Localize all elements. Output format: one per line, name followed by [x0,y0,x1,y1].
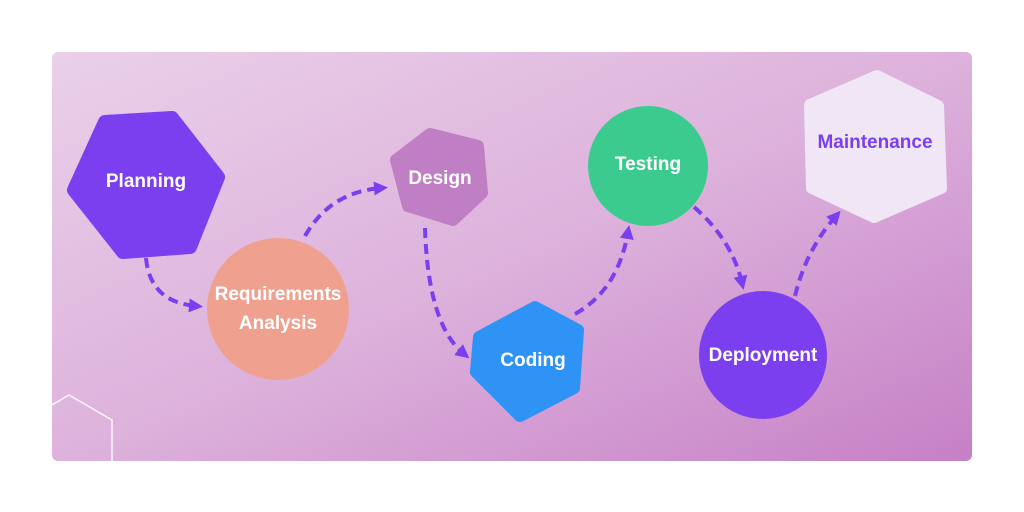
stage-planning: Planning [67,111,225,259]
arrow-coding-to-testing [574,225,634,316]
arrow-deployment-to-maintenance [793,210,841,297]
stage-label: Testing [615,154,681,175]
arrow-design-to-coding [423,227,470,359]
stage-label: Coding [500,350,565,371]
stage-testing: Testing [588,106,708,226]
stage-design: Design [390,128,488,226]
stage-label: Design [408,168,471,189]
arrow-testing-to-deployment [692,205,748,290]
stage-label: Deployment [709,345,818,366]
stage-label: Planning [106,171,186,192]
stage-maintenance: Maintenance [804,70,947,223]
arrow-requirements-to-design [303,181,388,237]
stage-label: Maintenance [817,132,932,153]
stage-label-line1: Requirements [215,284,342,305]
stage-deployment: Deployment [699,291,827,419]
arrow-planning-to-requirements [144,257,203,313]
stage-label-line2: Analysis [239,313,317,334]
stage-requirements-analysis: Requirements Analysis [207,238,349,380]
stage-coding: Coding [470,301,584,422]
decorative-hexagon-outline [25,394,113,496]
